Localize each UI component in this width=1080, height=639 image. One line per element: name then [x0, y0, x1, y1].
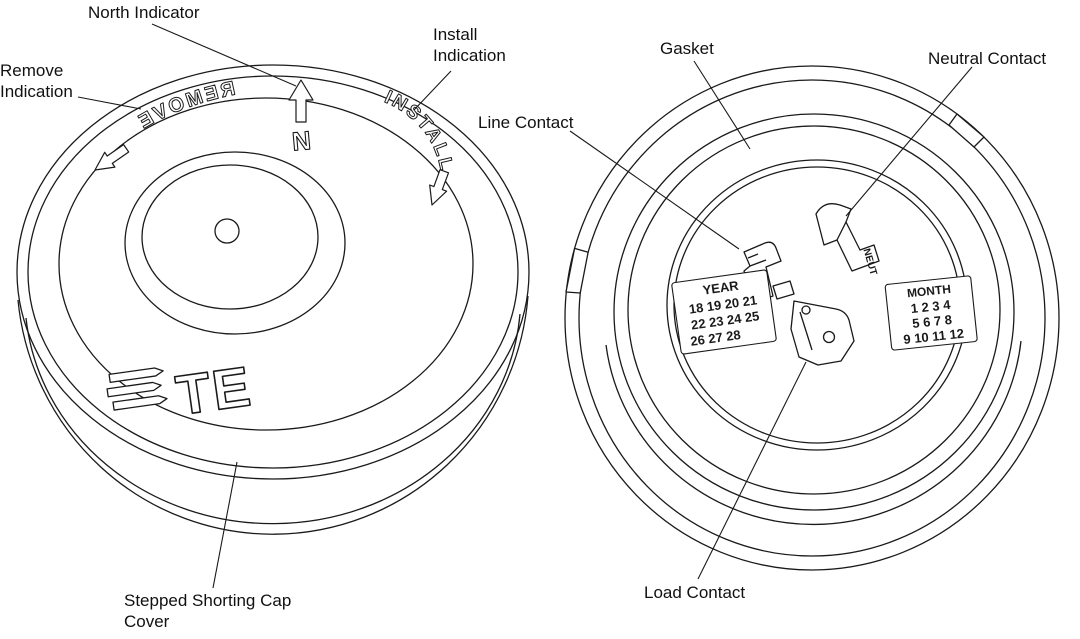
cap-center-boss	[214, 218, 240, 244]
north-arrow-icon	[288, 79, 314, 123]
callout-remove-indication: Remove Indication	[0, 61, 73, 102]
leader-line-contact	[569, 130, 740, 250]
leader-lines	[77, 23, 973, 589]
gasket-ring-inner	[627, 125, 1001, 495]
callout-neutral-contact: Neutral Contact	[928, 49, 1047, 68]
te-logo-text: TE	[172, 354, 256, 427]
leader-neutral-contact	[845, 66, 973, 217]
year-table: YEAR 18 19 20 21 22 23 24 25 26 27 28	[671, 269, 777, 355]
te-logo: TE	[106, 353, 257, 428]
leader-remove-indication	[77, 96, 142, 110]
remove-marking: REMOVE	[132, 77, 237, 135]
leader-load-contact	[697, 361, 807, 580]
bottom-outer-rim	[564, 65, 1060, 571]
gasket-ring-outer	[613, 113, 1015, 511]
remove-text: REMOVE	[132, 77, 237, 135]
leader-stepped-cap-cover	[212, 461, 238, 589]
cap-dome-top	[141, 164, 319, 310]
install-text: INSTALL	[381, 86, 455, 174]
year-table-title: YEAR	[702, 278, 740, 298]
callout-north-indicator: North Indicator	[88, 3, 200, 22]
year-row: 26 27 28	[689, 327, 741, 349]
te-logo-bar	[108, 367, 164, 383]
cap-side-wall	[17, 295, 529, 535]
cap-bottom-view: NEUT YEAR 18 19 20 21 22 23 24 25 26 27 …	[564, 65, 1060, 571]
callout-line-contact: Line Contact	[478, 113, 574, 132]
month-row: 9 10 11 12	[903, 326, 965, 347]
month-table-title: MONTH	[906, 282, 951, 301]
te-logo-bar	[112, 395, 168, 411]
leader-install-indication	[413, 70, 452, 111]
install-arrow-icon	[429, 169, 450, 206]
bottom-inner-rim	[578, 79, 1046, 557]
cap-dome-base	[124, 151, 346, 335]
leader-north-indicator	[151, 23, 297, 87]
cap-outer-rim	[16, 64, 530, 480]
svg-text:REMOVE: REMOVE	[133, 78, 237, 135]
month-row: 5 6 7 8	[912, 312, 953, 331]
cap-top-view: REMOVE N INSTALL TE	[16, 64, 530, 535]
te-logo-bar	[106, 381, 162, 398]
rim-tab	[565, 247, 589, 294]
cap-step-ring	[58, 97, 474, 431]
month-row: 1 2 3 4	[910, 297, 952, 316]
callout-stepped-shorting-cap-cover: Stepped Shorting Cap Cover	[124, 591, 292, 632]
remove-arrow-icon	[94, 144, 130, 171]
install-marking: INSTALL	[381, 87, 457, 174]
leader-gasket	[693, 60, 751, 150]
cap-side-ridge	[25, 313, 521, 525]
north-letter: N	[291, 125, 312, 157]
callout-load-contact: Load Contact	[644, 583, 746, 602]
month-table: MONTH 1 2 3 4 5 6 7 8 9 10 11 12	[884, 275, 978, 351]
callout-gasket: Gasket	[660, 39, 714, 58]
rim-notch	[948, 113, 985, 148]
callout-install-indication: Install Indication	[433, 25, 506, 66]
bottom-wall-arc	[605, 340, 1022, 526]
load-contact-part	[790, 300, 855, 366]
